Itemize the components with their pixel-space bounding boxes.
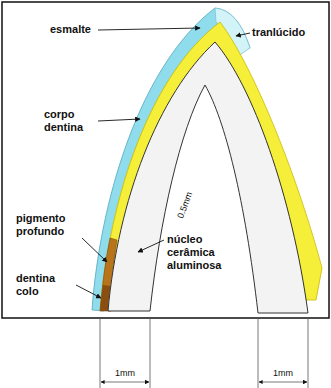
leader-line bbox=[98, 119, 140, 121]
part-label: tranlúcido bbox=[252, 26, 305, 39]
alumina-core bbox=[108, 42, 308, 313]
leader-line bbox=[98, 28, 200, 30]
dimension-label: 1mm bbox=[114, 368, 136, 378]
part-label: corpo dentina bbox=[44, 108, 100, 134]
leader-line bbox=[76, 285, 101, 298]
part-label: dentina colo bbox=[16, 272, 74, 298]
dimension-label: 0.5mm bbox=[175, 189, 194, 220]
leader-line bbox=[138, 240, 164, 252]
leader-line bbox=[236, 33, 250, 36]
dimension-label: 1mm bbox=[272, 368, 294, 378]
part-label: núcleo cerâmica aluminosa bbox=[167, 233, 245, 272]
frame bbox=[2, 2, 329, 318]
part-label: esmalte bbox=[50, 23, 91, 36]
dimension-lines bbox=[100, 318, 308, 388]
part-label: pigmento profundo bbox=[16, 212, 82, 238]
leader-line bbox=[82, 238, 107, 262]
